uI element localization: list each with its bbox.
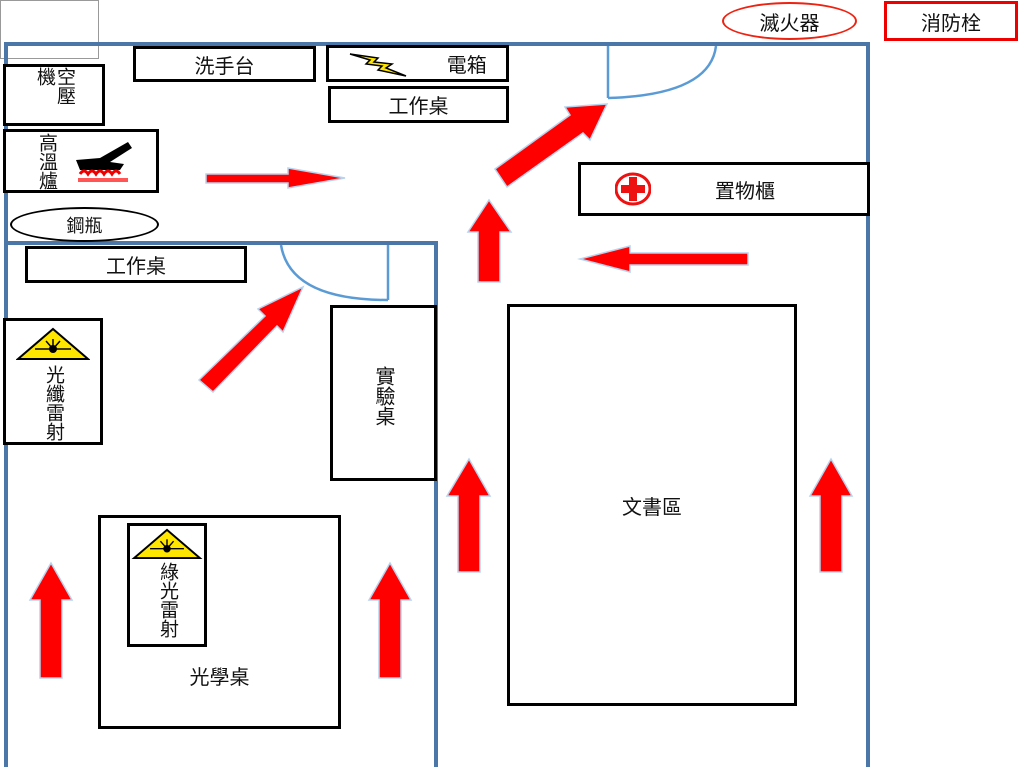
cabinet-label: 置物櫃 (715, 178, 775, 203)
top-door (606, 45, 718, 100)
workbench-top-box: 工作桌 (328, 86, 509, 123)
lab-bench-label: 實驗桌 (372, 366, 396, 426)
lab-bench-box: 實驗桌 (330, 305, 437, 481)
inner-room-wall (6, 241, 438, 767)
evacuation-arrows (28, 103, 854, 679)
arrow-up-right (808, 457, 854, 573)
arrow-up-left (28, 561, 74, 679)
furnace-box: 高溫爐 (3, 129, 159, 193)
hot-surface-icon (75, 142, 132, 182)
cabinet-box: 置物櫃 (578, 162, 870, 216)
documents-label: 文書區 (622, 494, 682, 519)
laser-warning-icon (131, 528, 203, 560)
panel-label: 電箱 (446, 53, 487, 77)
fire-extinguisher-legend: 滅火器 (722, 2, 857, 40)
lightning-icon (350, 52, 407, 77)
arrow-up-center (466, 198, 513, 283)
sink-box: 洗手台 (133, 46, 316, 82)
workbench-left-box: 工作桌 (25, 246, 247, 283)
compressor-box: 空壓機 (3, 64, 105, 126)
arrow-right (205, 167, 346, 189)
gas-cylinder-oval: 鋼瓶 (10, 207, 159, 242)
first-aid-icon (615, 172, 651, 206)
document-area-box: 文書區 (507, 304, 797, 706)
laser-warning-icon (16, 327, 90, 360)
arrow-left (577, 245, 749, 273)
fire-hydrant-legend: 消防栓 (884, 1, 1018, 41)
electrical-panel-box: 電箱 (326, 45, 509, 82)
arrow-diagonal-top (493, 103, 609, 189)
furnace-label: 高溫爐 (35, 132, 58, 190)
green-laser-label: 綠光雷射 (156, 562, 179, 638)
compressor-label: 空壓機 (34, 67, 76, 105)
workbench-top-label: 工作桌 (388, 94, 449, 118)
arrow-up-middle (445, 457, 492, 573)
arrow-diagonal-lower (197, 285, 305, 394)
fiber-laser-label: 光纖雷射 (42, 365, 65, 441)
green-laser-box: 綠光雷射 (127, 523, 207, 647)
fiber-laser-box: 光纖雷射 (3, 318, 103, 445)
inner-door (279, 244, 390, 302)
cylinder-label: 鋼瓶 (66, 215, 103, 237)
sink-label: 洗手台 (194, 53, 255, 78)
blank-corner-box (0, 0, 99, 59)
doors (279, 45, 718, 302)
optical-table-label: 光學桌 (189, 665, 250, 689)
arrow-up-optical (367, 561, 413, 679)
workbench-left-label: 工作桌 (106, 254, 166, 278)
